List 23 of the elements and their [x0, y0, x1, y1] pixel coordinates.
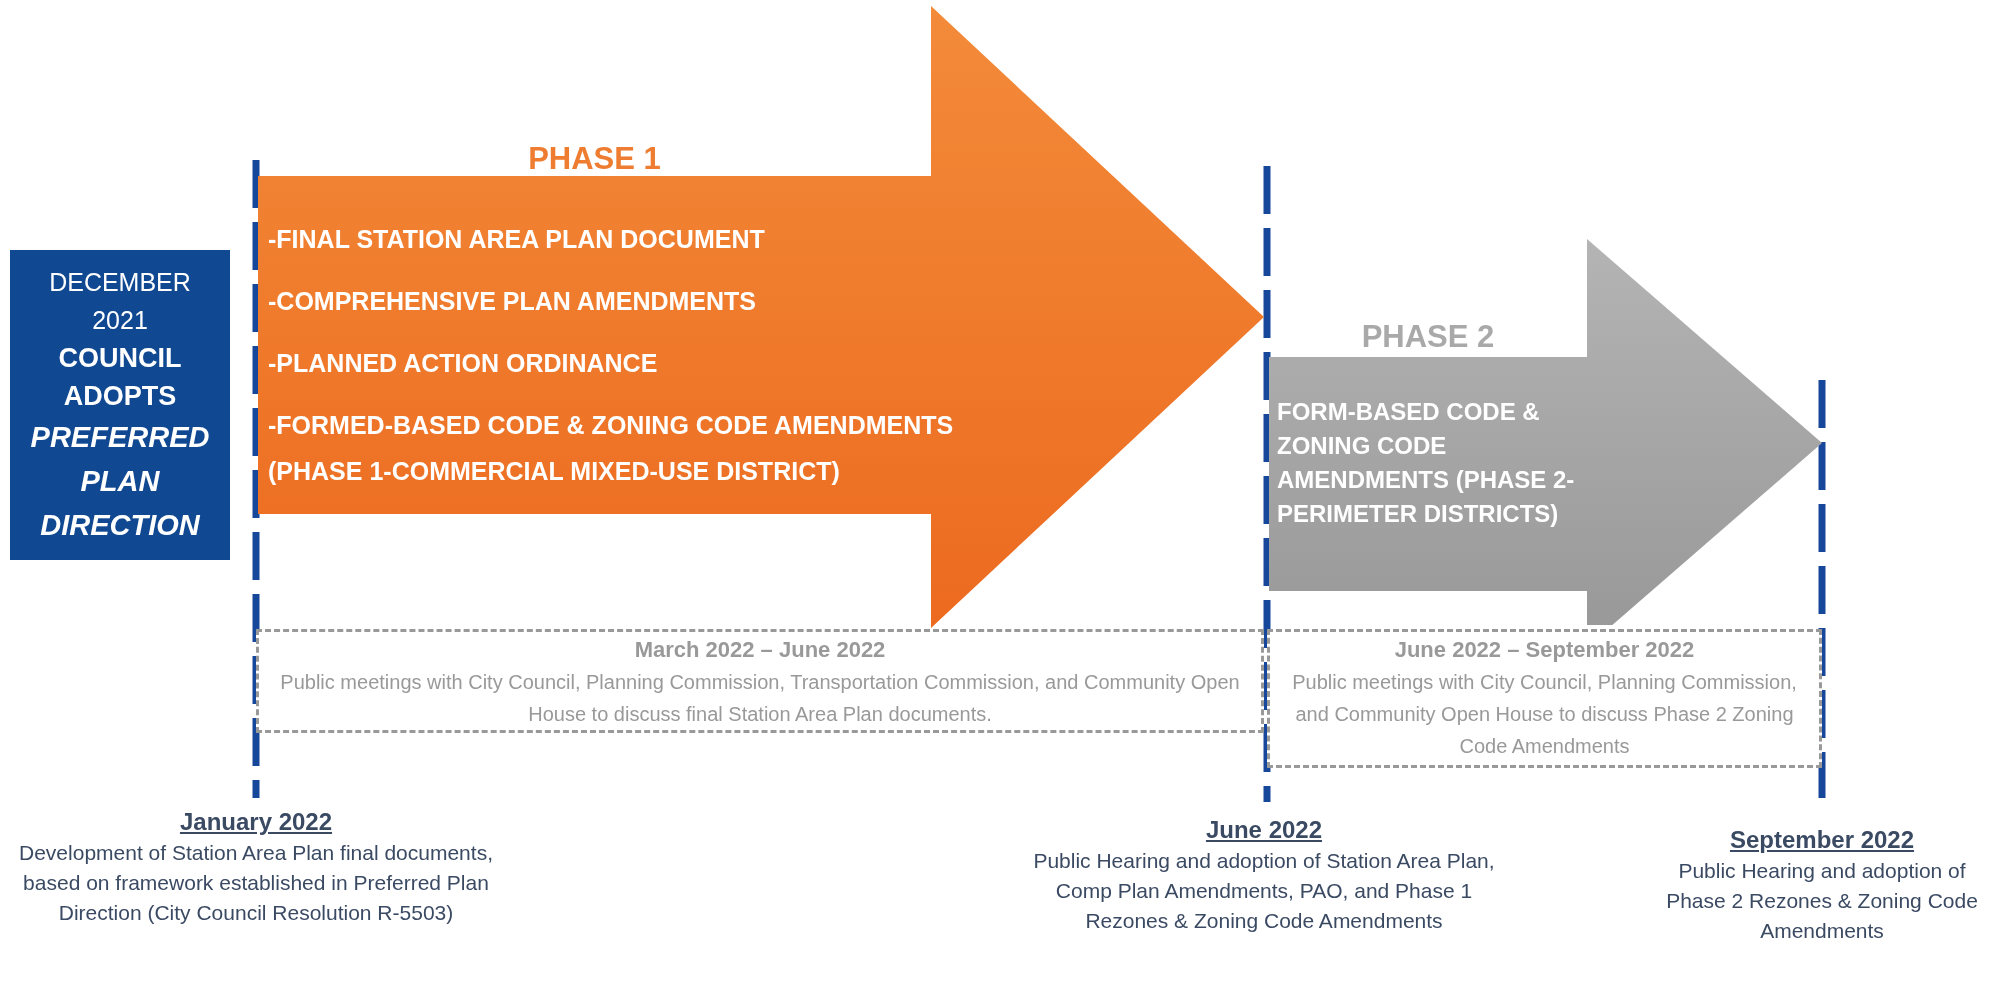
phase-item: -PLANNED ACTION ORDINANCE: [268, 348, 659, 379]
milestone-date: January 2022: [179, 807, 333, 837]
box-text: PREFERRED PLAN DIRECTION: [30, 420, 210, 543]
date-range: March 2022 – June 2022: [633, 636, 887, 664]
milestone-date: September 2022: [1729, 825, 1915, 855]
phase-heading: PHASE 2: [1360, 319, 1496, 355]
phase-item: -COMPREHENSIVE PLAN AMENDMENTS: [268, 286, 757, 317]
dashed-box: [1267, 629, 1822, 768]
milestone-text: Public Hearing and adoption of Phase 2 Rezones & Zoning Code Amendments: [1665, 858, 1979, 944]
event-box: [10, 250, 230, 560]
phase-item: -FINAL STATION AREA PLAN DOCUMENT: [268, 224, 766, 255]
milestone-date: June 2022: [1205, 815, 1323, 845]
phase-item: -FORMED-BASED CODE & ZONING CODE AMENDMENTS (PHASE 1-COMMERCIAL MIXED-USE DISTRICT): [268, 410, 955, 487]
box-text: COUNCIL ADOPTS: [57, 342, 183, 413]
phase-item: FORM-BASED CODE & ZONING CODE AMENDMENTS (PHASE 2-PERIMETER DISTRICTS): [1277, 397, 1576, 529]
phase-heading: PHASE 1: [527, 141, 662, 177]
description-text: Public meetings with City Council, Planning Commission, Transportation Commission, and Community Open House to discuss final Station Area Plan documents.: [279, 670, 1241, 727]
description-text: Public meetings with City Council, Planning Commission, and Community Open House to discuss Phase 2 Zoning Code Amendments: [1291, 670, 1798, 759]
dashed-box: [256, 629, 1264, 733]
milestone-text: Development of Station Area Plan final documents, based on framework established in Preferred Plan Direction (City Council Resolution R-5503): [18, 840, 494, 926]
date-range: June 2022 – September 2022: [1393, 636, 1696, 664]
milestone-text: Public Hearing and adoption of Station Area Plan, Comp Plan Amendments, PAO, and Phase 1 Rezones & Zoning Code Amendments: [1032, 848, 1496, 934]
box-text: DECEMBER 2021: [48, 267, 192, 336]
